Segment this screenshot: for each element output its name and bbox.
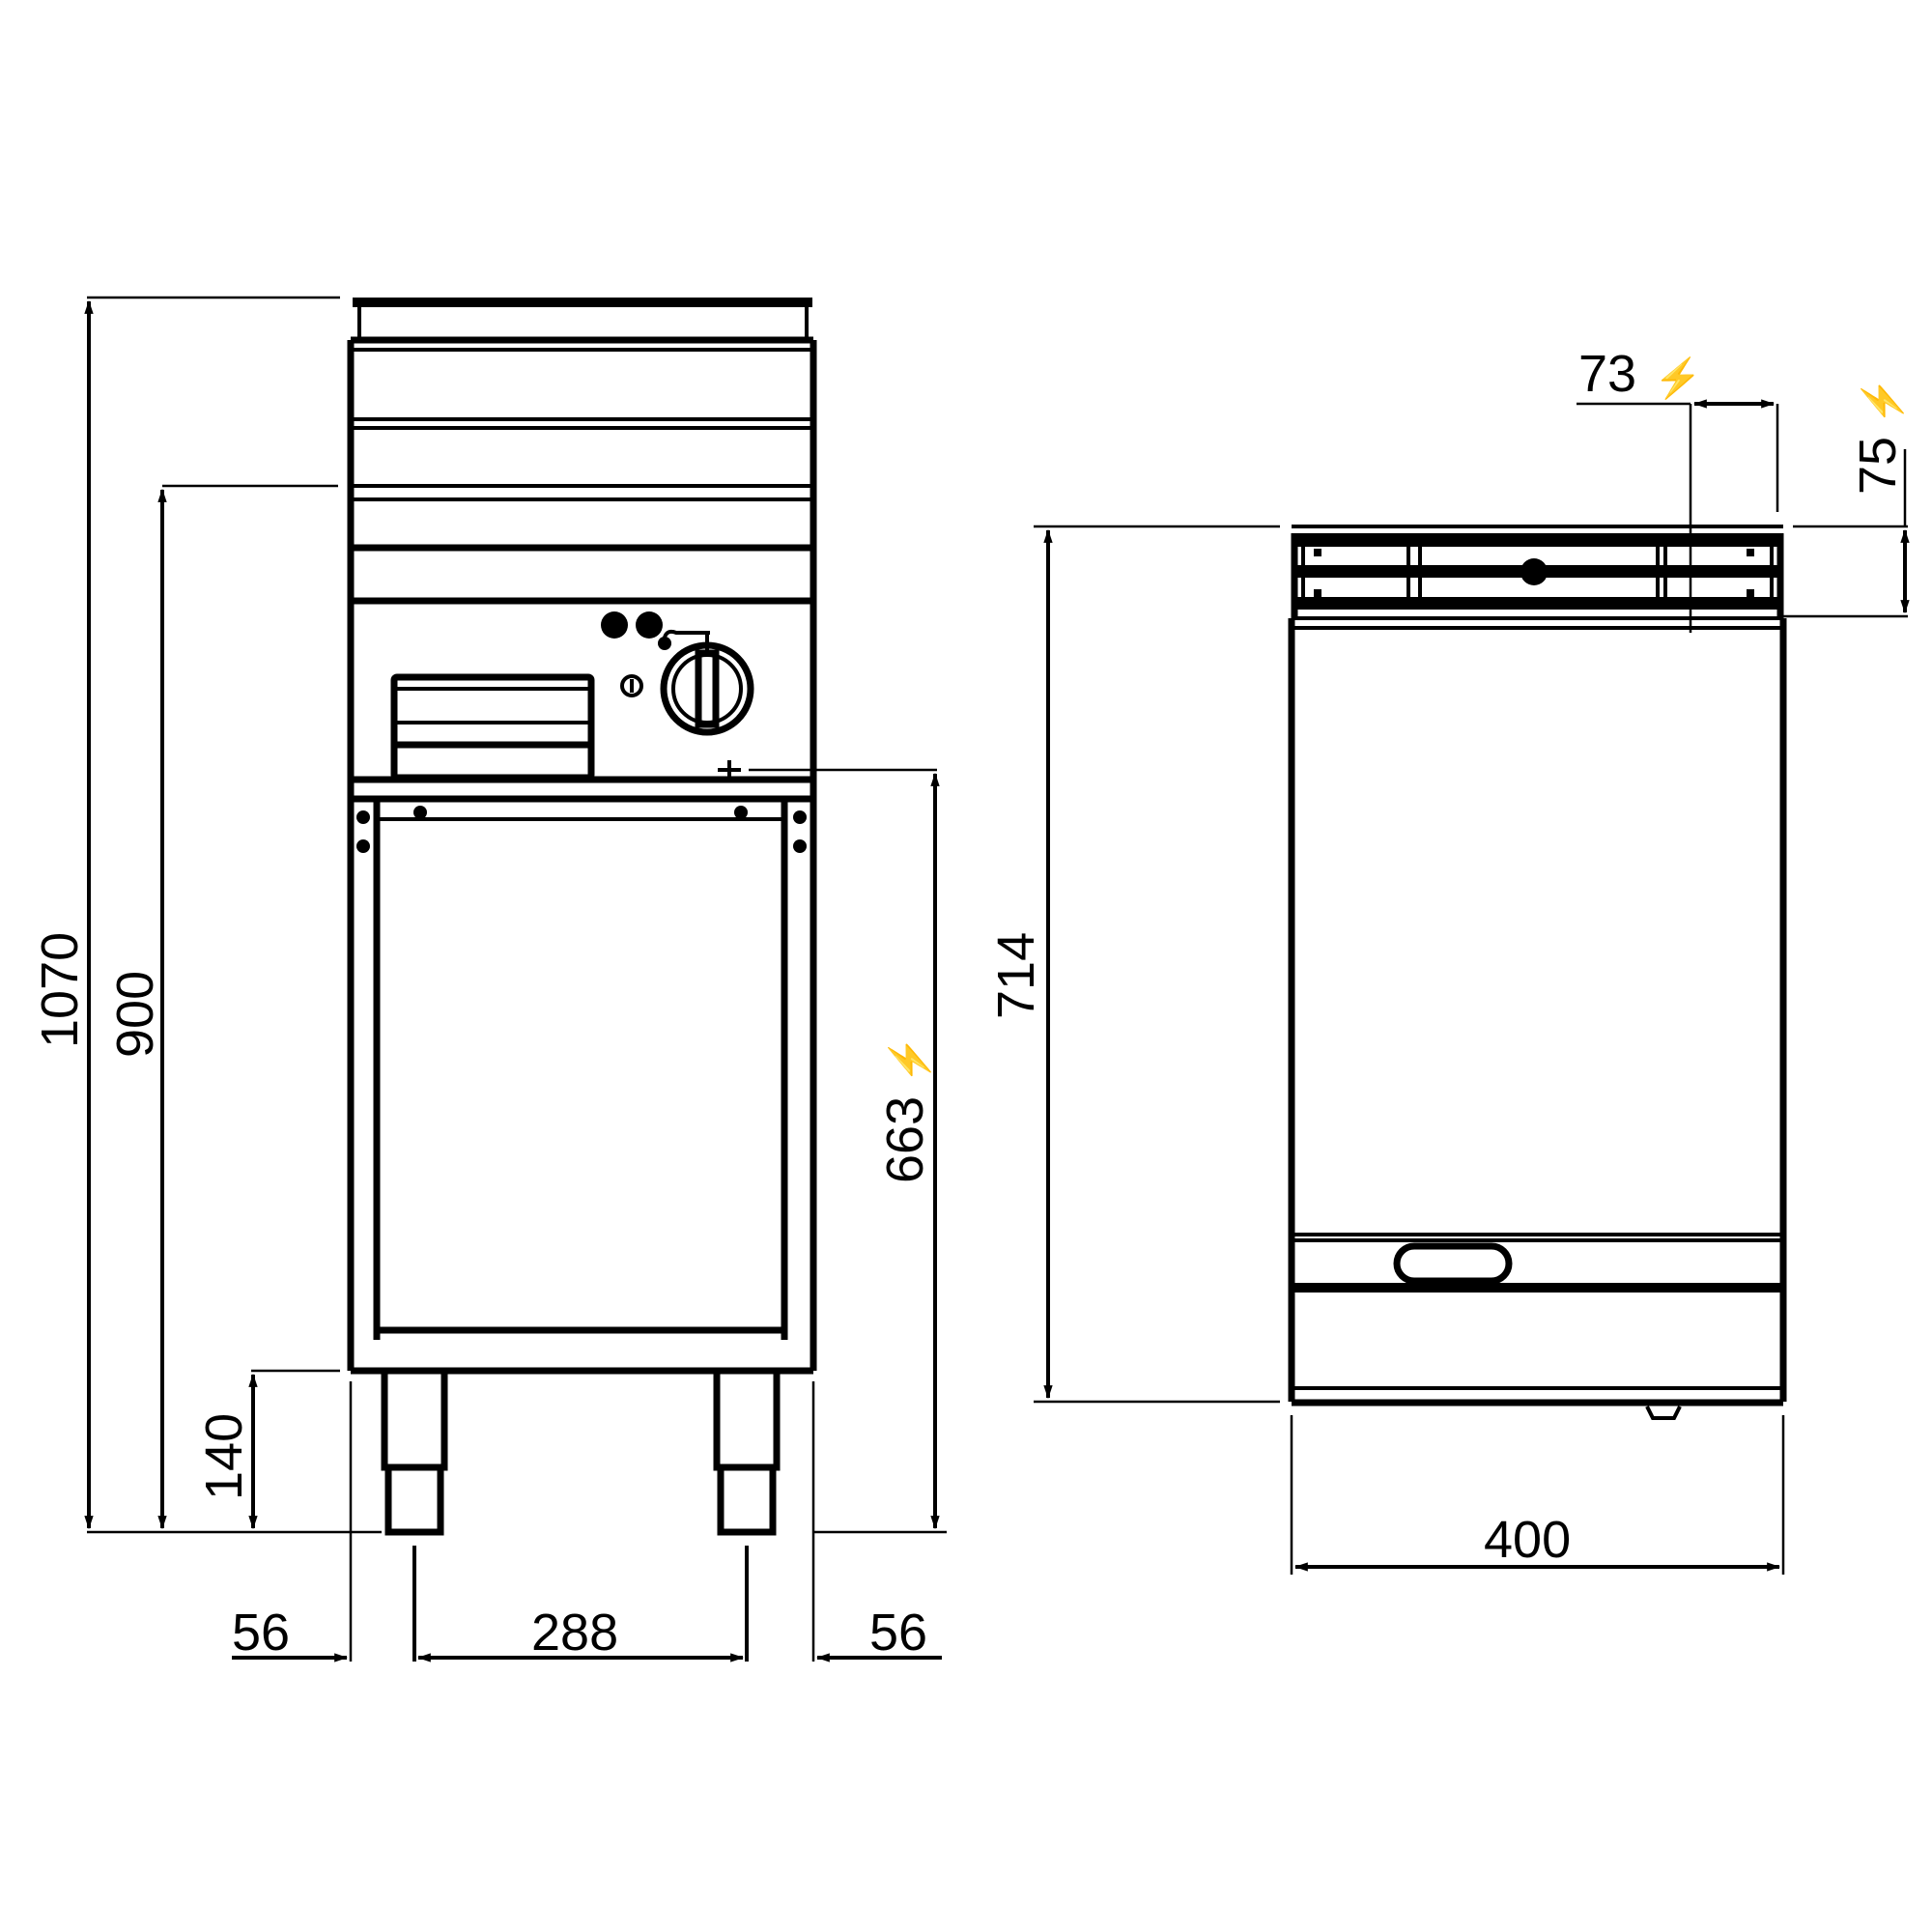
cabinet-frame: [351, 799, 813, 1375]
electrical-lightning-icon: ⚡: [887, 1036, 932, 1084]
svg-text:663: 663: [876, 1096, 934, 1183]
dimension-width: 400: [1290, 1415, 1785, 1575]
indicator-light-icon: [601, 611, 628, 639]
indicator-light-icon: [636, 611, 663, 639]
dimension-worktop-height: 900: [106, 484, 338, 1530]
leg-left: [381, 1367, 448, 1536]
svg-text:56: 56: [869, 1604, 927, 1662]
electrical-lightning-icon: ⚡: [1860, 377, 1905, 425]
svg-text:288: 288: [531, 1604, 618, 1662]
svg-text:900: 900: [106, 971, 164, 1058]
grease-drawer: [390, 673, 595, 781]
foot-icon: [1645, 1406, 1682, 1420]
drawer-handle-icon: [1393, 1242, 1513, 1285]
leg-right: [713, 1367, 781, 1536]
dimension-body-height: 714: [987, 525, 1280, 1404]
griddle-top: [351, 298, 813, 605]
side-drawer: [1292, 1233, 1783, 1420]
svg-text:73: 73: [1578, 345, 1636, 403]
dimension-leg-offsets: 56 288 56: [232, 1381, 942, 1662]
dimension-overall-height: 1070: [31, 296, 382, 1534]
side-view: 714 400 73 ⚡ 75 ⚡: [987, 345, 1910, 1575]
top-rail: [1291, 525, 1784, 620]
reset-button: [620, 674, 643, 697]
svg-text:400: 400: [1484, 1511, 1571, 1569]
dimension-electrical-height: 663 ⚡: [813, 772, 947, 1534]
indicator-lights: [601, 611, 671, 650]
svg-text:56: 56: [232, 1604, 290, 1662]
svg-text:714: 714: [987, 932, 1045, 1019]
svg-text:75: 75: [1849, 437, 1907, 495]
dimension-connection-vertical: 75 ⚡: [1783, 377, 1910, 618]
dimension-connection-horizontal: 73 ⚡: [1577, 345, 1779, 633]
svg-text:140: 140: [195, 1413, 253, 1500]
front-view: 1070 900 140 663 ⚡ 56: [31, 296, 947, 1662]
svg-text:1070: 1070: [31, 932, 89, 1048]
electrical-lightning-icon: ⚡: [1654, 355, 1702, 401]
dimension-leg-height: 140: [195, 1369, 340, 1530]
control-knob-icon: [660, 629, 754, 736]
